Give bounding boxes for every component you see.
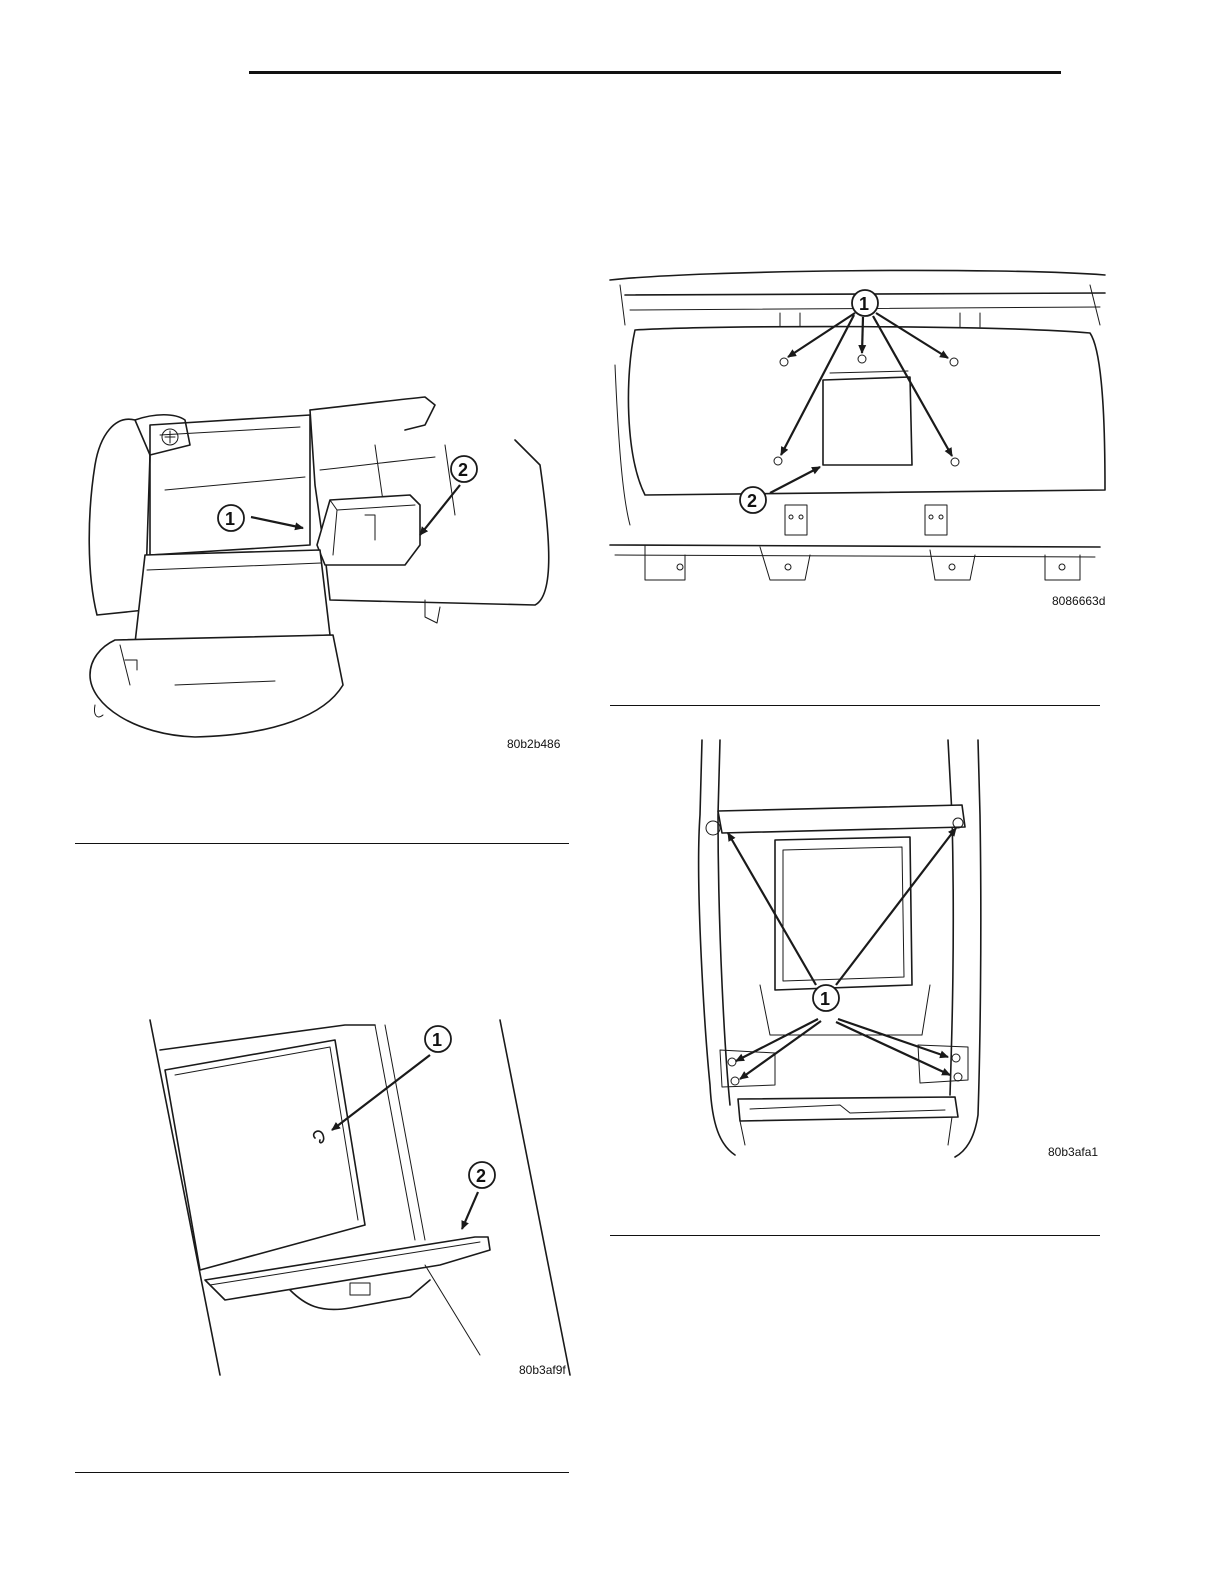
storage-bin-illustration: 1 2 <box>140 1015 580 1380</box>
fastener-hole <box>780 358 788 366</box>
figure-rear-panel: 1 2 8086663d <box>600 255 1110 610</box>
figure-seat-folded: 1 2 80b2b486 <box>75 385 575 755</box>
header-rule <box>249 71 1061 74</box>
fastener-hole <box>858 355 866 363</box>
callout-1-label: 1 <box>859 294 869 314</box>
figure-code: 80b3afa1 <box>1048 1145 1098 1159</box>
callout-1-label: 1 <box>432 1030 442 1050</box>
seat-folded-illustration: 1 2 <box>75 385 575 755</box>
seat-frame-illustration: 1 <box>690 735 1110 1165</box>
figure-storage-bin: 1 2 80b3af9f <box>140 1015 580 1380</box>
callout-2-label: 2 <box>747 491 757 511</box>
callout-1-label: 1 <box>820 989 830 1009</box>
figure-divider <box>75 843 569 844</box>
callout-2-label: 2 <box>476 1166 486 1186</box>
rear-panel-illustration: 1 2 <box>600 255 1110 610</box>
figure-code: 80b3af9f <box>519 1363 566 1377</box>
figure-divider <box>610 705 1100 706</box>
figure-divider <box>75 1472 569 1473</box>
figure-seat-frame: 1 80b3afa1 <box>690 735 1110 1165</box>
callout-2-label: 2 <box>458 460 468 480</box>
fastener-hole <box>774 457 782 465</box>
callout-1-label: 1 <box>225 509 235 529</box>
figure-code: 80b2b486 <box>507 737 560 751</box>
figure-code: 8086663d <box>1052 594 1105 608</box>
fastener-hole <box>951 458 959 466</box>
figure-divider <box>610 1235 1100 1236</box>
fastener-hole <box>950 358 958 366</box>
